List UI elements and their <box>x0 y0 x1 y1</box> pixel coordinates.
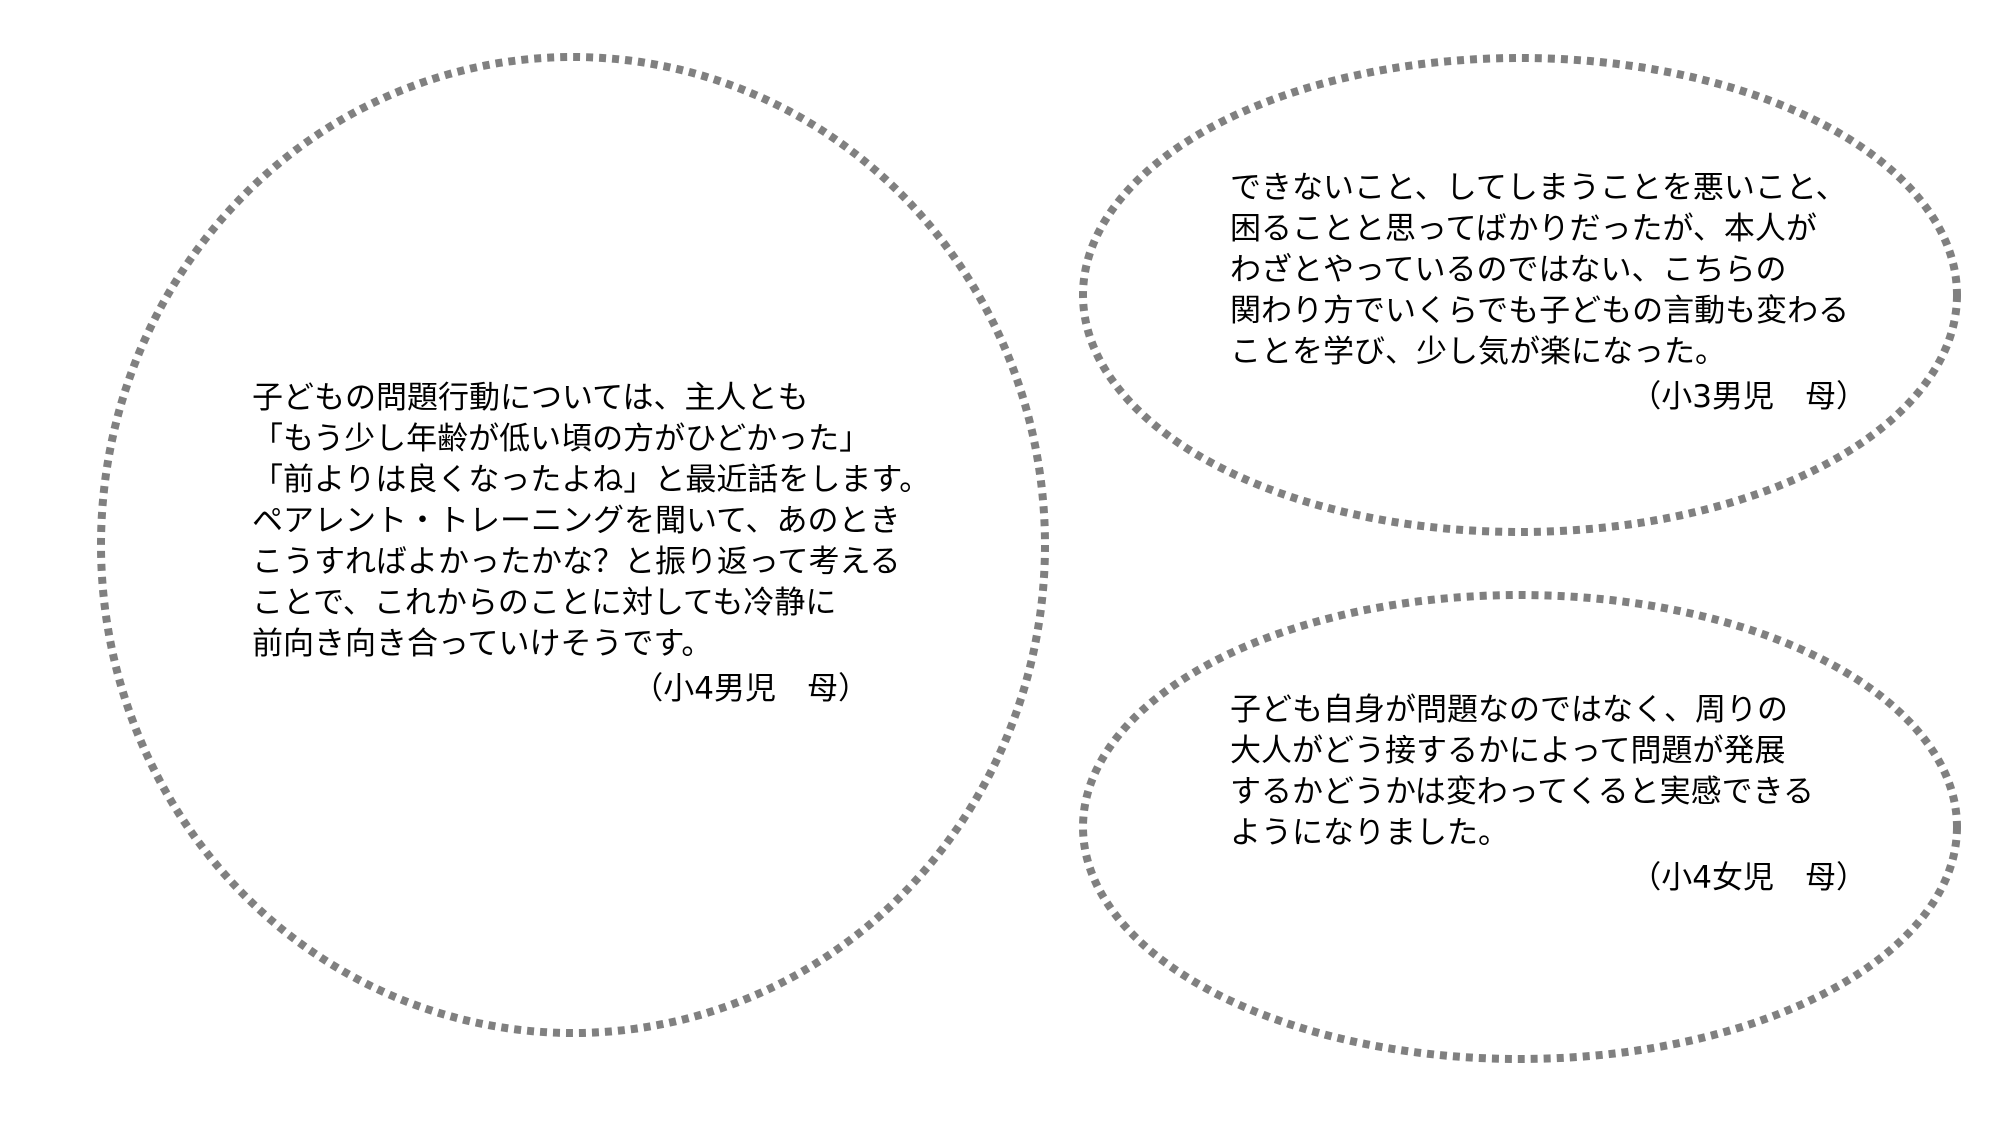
comment-top-right: できないこと、してしまうことを悪いこと、 困ることと思ってばかりだったが、本人が… <box>1230 168 1867 418</box>
comment-line: ことを学び、少し気が楽になった。 <box>1230 334 1726 370</box>
comment-left: 子どもの問題行動については、主人とも 「もう少し年齢が低い頃の方がひどかった」 … <box>252 378 930 710</box>
bubble-left <box>97 53 1049 1037</box>
comment-line: 「もう少し年齢が低い頃の方がひどかった」 <box>252 421 871 457</box>
comment-line: こうすればよかったかな？と振り返って考える <box>252 544 901 580</box>
bubble-top-right <box>1079 54 1961 536</box>
comment-line: 困ることと思ってばかりだったが、本人が <box>1230 211 1817 247</box>
comment-line: ことで、これからのことに対しても冷静に <box>252 585 837 621</box>
comment-line: 前向き向き合っていけそうです。 <box>252 626 713 662</box>
comment-line: 子どもの問題行動については、主人とも <box>252 380 809 416</box>
comment-line: するかどうかは変わってくると実感できる <box>1230 774 1815 810</box>
comment-attribution: （小4女児 母） <box>1630 860 1867 896</box>
comment-line: 「前よりは良くなったよね」と最近話をします。 <box>252 462 931 498</box>
comment-line: ようになりました。 <box>1230 815 1509 851</box>
comment-attribution: （小4男児 母） <box>632 671 869 707</box>
comment-line: できないこと、してしまうことを悪いこと、 <box>1230 170 1847 206</box>
comment-line: ペアレント・トレーニングを聞いて、あのとき <box>252 503 901 539</box>
comment-line: 関わり方でいくらでも子どもの言動も変わる <box>1230 293 1850 329</box>
comment-line: 子ども自身が問題なのではなく、周りの <box>1230 692 1788 728</box>
comment-line: わざとやっているのではない、こちらの <box>1230 252 1787 288</box>
comment-bottom-right: 子ども自身が問題なのではなく、周りの 大人がどう接するかによって問題が発展 する… <box>1230 690 1867 899</box>
comment-attribution: （小3男児 母） <box>1630 379 1867 415</box>
bubble-bottom-right <box>1079 591 1961 1063</box>
comment-line: 大人がどう接するかによって問題が発展 <box>1230 733 1786 769</box>
